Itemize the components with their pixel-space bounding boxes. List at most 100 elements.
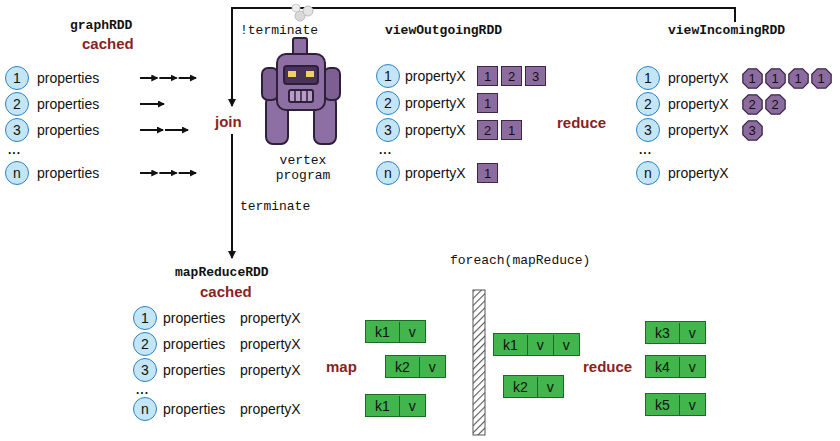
key-text: k2 [386,357,419,377]
node-number: 2 [508,69,515,84]
vertex-circle: 3 [636,118,660,142]
flow-label: !terminate [240,23,318,38]
node-number: 3 [141,362,149,378]
key-text: k5 [646,395,679,415]
value-text: v [527,335,553,355]
property-text: propertyX [405,165,466,181]
key-value-box: k2v [385,355,446,378]
node-number: 1 [748,71,755,86]
node-number: 1 [484,69,491,84]
property-text: propertyX [668,70,729,86]
node-number: 3 [532,69,539,84]
key-text: k1 [366,396,399,416]
row-arrow [140,129,163,131]
vertex-circle: n [5,161,29,185]
operation-label: reduce [557,114,606,131]
value-text: v [399,396,425,416]
property-text: propertyX [405,122,466,138]
message-octagon: 2 [742,94,763,115]
message-square: 3 [525,66,546,86]
hatched-divider [473,290,485,435]
row-arrow [159,172,176,174]
ellipsis: ... [8,143,21,157]
ellipsis: ... [379,143,392,157]
node-number: 3 [644,122,652,138]
row-arrow [179,77,196,79]
property-text: propertyX [240,401,301,417]
message-octagon: 1 [742,68,763,89]
message-square: 2 [501,66,522,86]
operation-label: cached [200,283,252,300]
vertex-circle: n [133,397,157,421]
message-square: 1 [477,66,498,86]
message-square: 1 [477,163,498,183]
key-value-box: k5v [645,393,706,416]
node-number: 3 [748,123,755,138]
node-number: 2 [141,336,149,352]
value-text: v [679,357,705,377]
vertex-circle: 3 [133,358,157,382]
node-number: 1 [817,71,824,86]
vertex-circle: 1 [376,64,400,88]
operation-label: cached [82,35,134,52]
key-value-box: k1v [365,320,426,343]
node-number: n [13,165,21,181]
node-number: 3 [13,122,21,138]
operation-label: join [215,113,242,130]
node-number: 1 [644,70,652,86]
key-text: k3 [646,323,679,343]
row-arrow [140,77,157,79]
node-number: 1 [484,96,491,111]
key-value-box: k1v [365,394,426,417]
rdd-title: viewIncomingRDD [668,23,785,38]
flow-label: foreach(mapReduce) [450,253,590,268]
message-square: 1 [477,93,498,113]
program-label: vertex program [270,153,336,183]
vertex-circle: n [376,161,400,185]
ellipsis: ... [639,143,652,157]
message-octagon: 2 [765,94,786,115]
row-arrow [140,103,164,105]
node-number: 1 [13,70,21,86]
node-number: 2 [13,96,21,112]
key-value-box: k1vv [493,333,580,356]
rdd-title: graphRDD [70,18,132,33]
message-octagon: 1 [765,68,786,89]
value-text: v [679,395,705,415]
vertex-circle: 3 [5,118,29,142]
key-text: k1 [494,335,527,355]
row-arrow [140,172,157,174]
property-text: propertyX [240,336,301,352]
message-octagon: 3 [742,120,763,141]
key-text: k1 [366,322,399,342]
rdd-title: mapReduceRDD [175,265,269,280]
value-text: v [553,335,579,355]
vertex-circle: n [636,161,660,185]
node-number: 3 [384,122,392,138]
node-number: n [384,165,392,181]
property-text: properties [37,165,99,181]
node-number: 2 [771,97,778,112]
rdd-title: viewOutgoingRDD [385,23,502,38]
node-number: n [141,401,149,417]
node-number: n [644,165,652,181]
property-text: propertyX [405,95,466,111]
value-text: v [537,377,563,397]
node-number: 1 [771,71,778,86]
row-arrow [159,77,176,79]
node-number: 2 [644,96,652,112]
vertex-circle: 2 [636,92,660,116]
key-value-box: k4v [645,355,706,378]
flow-label: terminate [240,199,310,214]
vertex-circle: 2 [5,92,29,116]
value-text: v [419,357,445,377]
node-number: 1 [384,68,392,84]
node-number: 1 [508,123,515,138]
ellipsis: ... [136,383,149,397]
property-text: properties [163,401,225,417]
vertex-circle: 2 [133,332,157,356]
message-octagon: 1 [788,68,809,89]
message-octagon: 1 [811,68,832,89]
node-number: 1 [794,71,801,86]
